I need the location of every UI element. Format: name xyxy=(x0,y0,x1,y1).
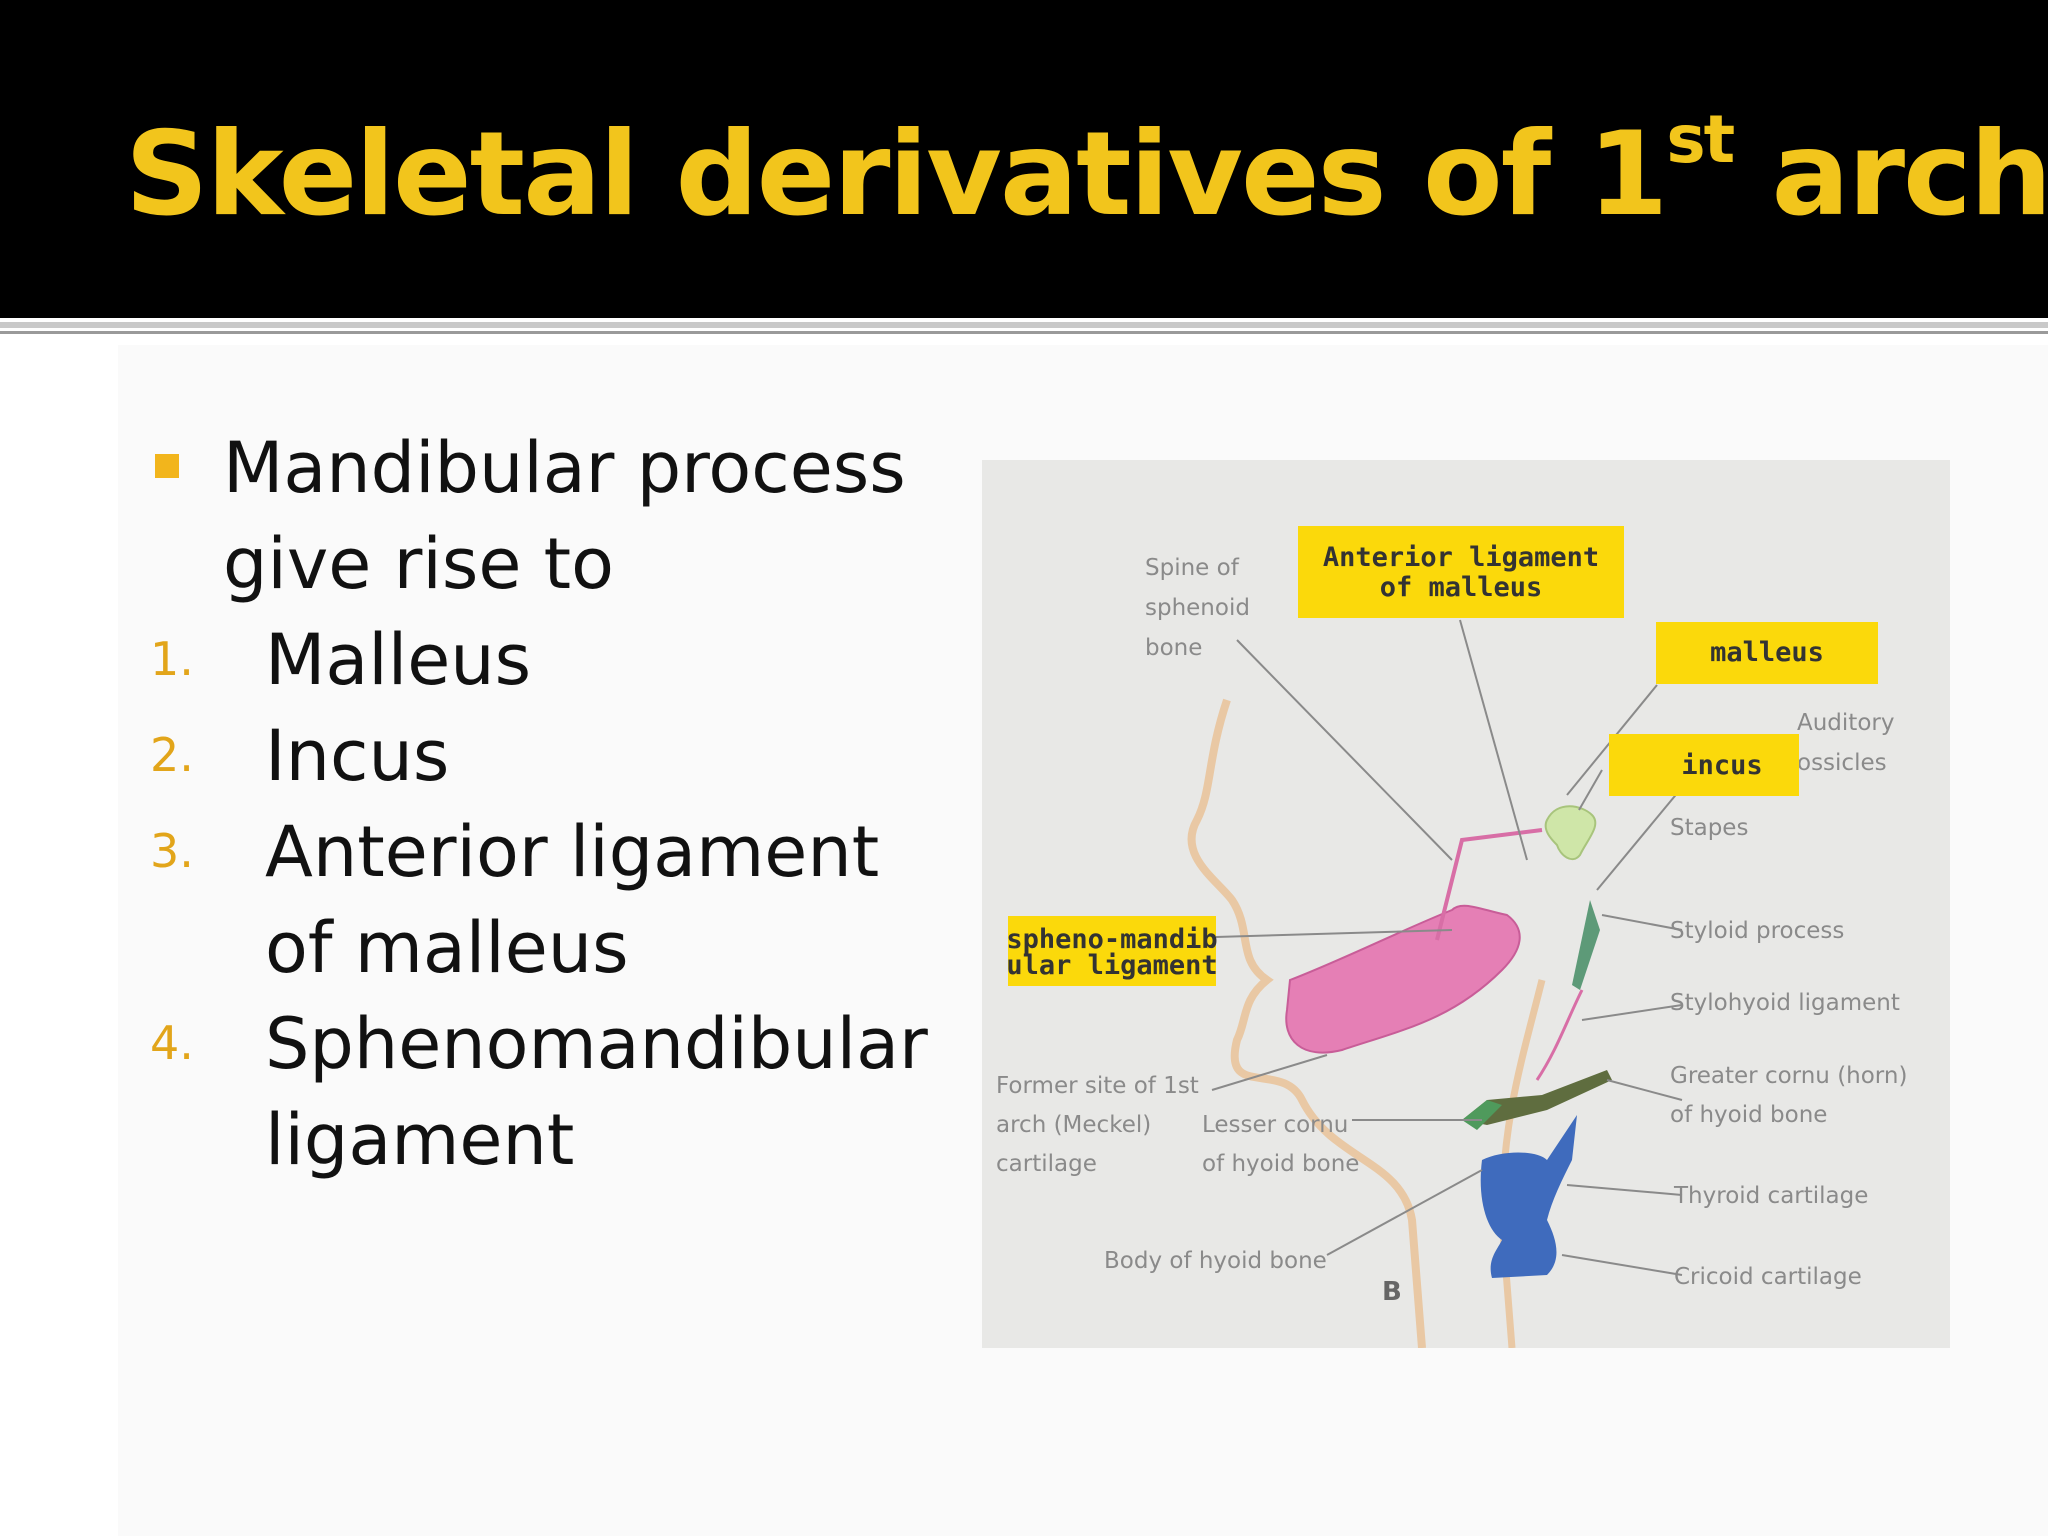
highlight-box-malleus xyxy=(1656,622,1878,684)
slide-title: Skeletal derivatives of 1st arch xyxy=(125,101,2048,262)
bullet-square-icon xyxy=(155,454,179,478)
figure-drawing: Spine of sphenoid bone Auditory ossicles… xyxy=(996,526,1907,1348)
title-bar: Skeletal derivatives of 1st arch xyxy=(0,0,2048,318)
label-stylohyoid-ligament: Stylohyoid ligament xyxy=(1670,990,1900,1016)
label-spine: Spine of xyxy=(1145,555,1240,581)
label-spine: sphenoid xyxy=(1145,595,1250,621)
title-divider xyxy=(0,322,2048,328)
ossicles-shape xyxy=(1544,805,1597,861)
highlight-box-anterior-ligament xyxy=(1298,526,1624,618)
label-auditory: Auditory xyxy=(1797,710,1894,736)
highlight-incus: incus xyxy=(1681,750,1762,781)
label-styloid-process: Styloid process xyxy=(1670,918,1844,944)
item-number: 3. xyxy=(150,824,194,878)
item-text: Sphenomandibular ligament xyxy=(265,1003,928,1181)
sphenomandibular-ligament-line xyxy=(1435,828,1543,941)
laryngeal-cartilage-shape xyxy=(1480,1115,1577,1278)
arch-derivatives-figure: Spine of sphenoid bone Auditory ossicles… xyxy=(982,460,1950,1348)
item-number: 2. xyxy=(150,728,194,782)
label-auditory: ossicles xyxy=(1797,750,1887,776)
label-lesser-cornu: Lesser cornu xyxy=(1202,1112,1348,1138)
title-main: Skeletal derivatives of 1 xyxy=(125,107,1668,242)
highlight-spheno-line2: ular ligament xyxy=(1006,950,1217,981)
face-profile xyxy=(1187,698,1426,1348)
label-body-hyoid: Body of hyoid bone xyxy=(1104,1248,1327,1274)
item-text: Incus xyxy=(265,715,450,797)
label-greater-cornu: Greater cornu (horn) xyxy=(1670,1063,1907,1089)
label-spine: bone xyxy=(1145,635,1202,661)
highlight-box-incus xyxy=(1609,734,1799,796)
title-divider-secondary xyxy=(0,331,2048,334)
hyoid-bone-shape xyxy=(1462,1070,1612,1125)
label-cricoid-cartilage: Cricoid cartilage xyxy=(1674,1264,1862,1290)
label-greater-cornu: of hyoid bone xyxy=(1670,1102,1827,1128)
highlight-malleus: malleus xyxy=(1710,637,1824,668)
meckel-cartilage-shape xyxy=(1285,904,1521,1054)
label-lesser-cornu: of hyoid bone xyxy=(1202,1151,1359,1177)
lesser-cornu-shape xyxy=(1462,1100,1502,1130)
highlight-box-spheno xyxy=(1008,916,1216,986)
item-number: 1. xyxy=(150,632,194,686)
highlight-anterior-ligament-line2: of malleus xyxy=(1380,572,1543,603)
title-end: arch xyxy=(1733,107,2048,242)
label-former-site: cartilage xyxy=(996,1151,1097,1177)
label-former-site: Former site of 1st xyxy=(996,1073,1199,1099)
item-text: Malleus xyxy=(265,619,532,701)
label-former-site: arch (Meckel) xyxy=(996,1112,1151,1138)
item-text: Anterior ligament of malleus xyxy=(265,811,880,989)
panel-letter: B xyxy=(1382,1277,1402,1307)
item-number: 4. xyxy=(150,1016,194,1070)
highlight-spheno-line1: spheno-mandib xyxy=(1006,924,1217,955)
styloid-process-shape xyxy=(1572,900,1600,990)
title-superscript: st xyxy=(1666,101,1735,178)
label-stapes: Stapes xyxy=(1670,815,1748,841)
label-thyroid-cartilage: Thyroid cartilage xyxy=(1673,1183,1868,1209)
highlight-anterior-ligament-line1: Anterior ligament xyxy=(1323,542,1599,573)
intro-text: Mandibular process give rise to xyxy=(223,427,906,605)
stylohyoid-ligament-line xyxy=(1535,989,1584,1081)
